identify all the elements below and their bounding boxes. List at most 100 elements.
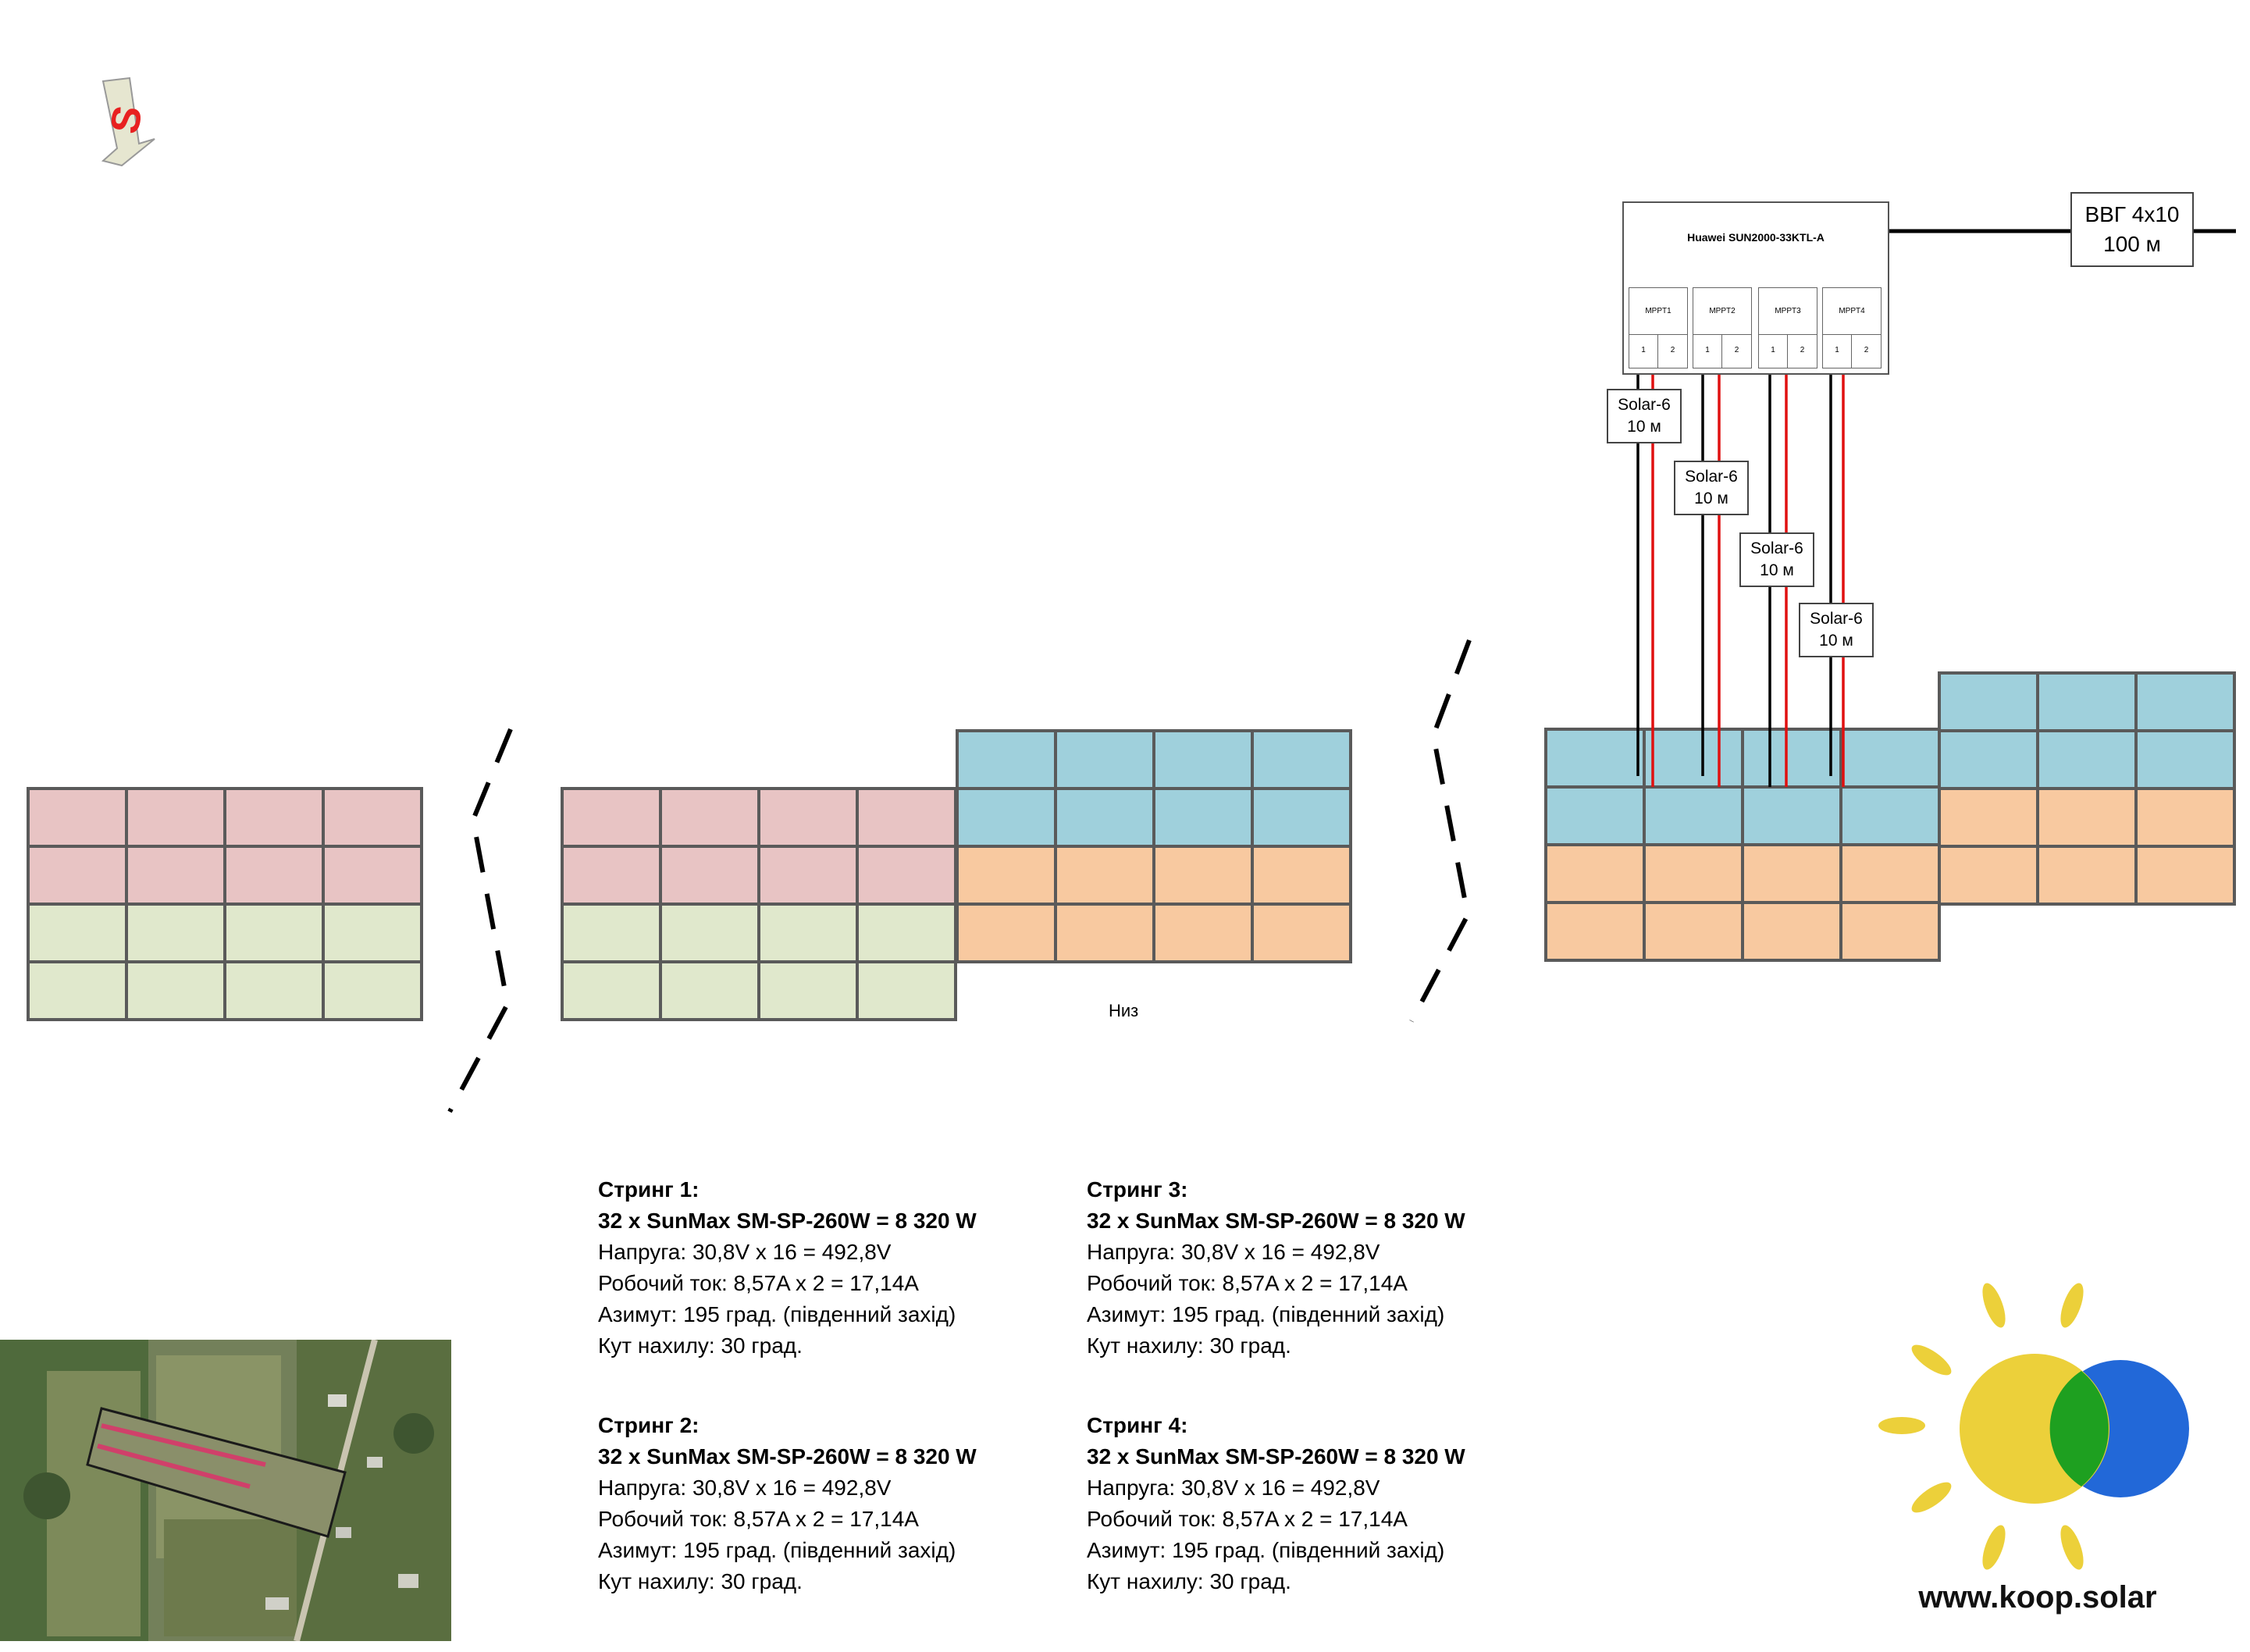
dc-cable-type: Solar-6: [1750, 539, 1803, 557]
panel-string-3: [1643, 728, 1744, 789]
panel-string-4: [2134, 845, 2236, 906]
panel-string-1: [856, 845, 957, 906]
dc-cable-length: 10 м: [1694, 490, 1728, 507]
string-spec-1: Стринг 1: 32 x SunMax SM-SP-260W = 8 320…: [598, 1174, 977, 1362]
panel-string-4: [1839, 843, 1941, 904]
panel-string-3: [2036, 729, 2138, 790]
panel-string-2: [757, 960, 859, 1021]
panel-string-4: [956, 845, 1057, 906]
panel-string-2: [856, 960, 957, 1021]
string-title: Стринг 4:: [1087, 1413, 1188, 1437]
inverter-title: Huawei SUN2000-33KTL-A: [1687, 231, 1825, 244]
panel-string-4: [1839, 901, 1941, 962]
string-modules: 32 x SunMax SM-SP-260W = 8 320 W: [598, 1209, 977, 1233]
panel-string-3: [2134, 729, 2236, 790]
panel-string-2: [27, 903, 128, 963]
panel-string-4: [1544, 901, 1646, 962]
string-spec-2: Стринг 2: 32 x SunMax SM-SP-260W = 8 320…: [598, 1410, 977, 1597]
panel-string-4: [1643, 843, 1744, 904]
panel-string-1: [223, 787, 325, 848]
compass-arrow-icon: S: [101, 77, 155, 167]
panel-string-2: [757, 903, 859, 963]
string-modules: 32 x SunMax SM-SP-260W = 8 320 W: [1087, 1444, 1465, 1469]
dc-cable-label-1: Solar-6 10 м: [1607, 389, 1682, 443]
mppt-input-1: 1: [1629, 335, 1658, 368]
dc-cable-length: 10 м: [1627, 418, 1661, 436]
panel-string-3: [1938, 729, 2039, 790]
panel-string-1: [322, 845, 423, 906]
panel-string-3: [1741, 785, 1842, 846]
bottom-side-label: Низ: [1109, 1001, 1139, 1020]
panel-string-2: [561, 960, 662, 1021]
panel-string-2: [223, 960, 325, 1021]
string-current: Робочий ток: 8,57A x 2 = 17,14A: [1087, 1271, 1408, 1295]
panel-string-2: [561, 903, 662, 963]
mppt-input-2: 2: [1864, 346, 1869, 354]
panel-string-1: [125, 845, 226, 906]
panel-string-2: [223, 903, 325, 963]
panel-string-1: [757, 787, 859, 848]
break-line-right: [1409, 639, 1472, 1023]
mppt-input-1: 1: [1693, 335, 1722, 368]
compass-letter: S: [102, 102, 151, 137]
dc-cable-length: 10 м: [1760, 561, 1794, 579]
panel-string-4: [1251, 903, 1352, 963]
panel-string-4: [956, 903, 1057, 963]
panel-string-1: [27, 845, 128, 906]
panel-string-4: [1741, 843, 1842, 904]
panel-string-4: [2036, 845, 2138, 906]
panel-string-3: [1544, 728, 1646, 789]
logo-url: www.koop.solar: [1918, 1580, 2157, 1615]
mppt-input-2: 2: [1800, 346, 1805, 354]
string-current: Робочий ток: 8,57A x 2 = 17,14A: [598, 1271, 919, 1295]
string-voltage: Напруга: 30,8V x 16 = 492,8V: [1087, 1476, 1380, 1500]
panel-string-4: [1251, 845, 1352, 906]
panel-string-3: [956, 729, 1057, 790]
string-azimuth: Азимут: 195 град. (південний захід): [598, 1538, 956, 1562]
panel-string-1: [757, 845, 859, 906]
panel-string-1: [561, 845, 662, 906]
mppt-label: MPPT4: [1839, 307, 1865, 315]
string-tilt: Кут нахилу: 30 град.: [1087, 1569, 1291, 1593]
panel-string-4: [1741, 901, 1842, 962]
panel-string-1: [125, 787, 226, 848]
panel-string-4: [1643, 901, 1744, 962]
panel-string-1: [659, 787, 760, 848]
ac-cable-label: ВВГ 4х10 100 м: [2070, 192, 2194, 267]
dc-cable-type: Solar-6: [1810, 610, 1863, 628]
string-modules: 32 x SunMax SM-SP-260W = 8 320 W: [1087, 1209, 1465, 1233]
panel-grid: [27, 671, 2236, 1021]
string-tilt: Кут нахилу: 30 град.: [598, 1333, 803, 1358]
panel-string-3: [956, 787, 1057, 848]
string-voltage: Напруга: 30,8V x 16 = 492,8V: [1087, 1240, 1380, 1264]
panel-string-2: [322, 903, 423, 963]
string-spec-4: Стринг 4: 32 x SunMax SM-SP-260W = 8 320…: [1087, 1410, 1465, 1597]
panel-string-4: [2036, 787, 2138, 848]
panel-string-4: [2134, 787, 2236, 848]
panel-string-1: [856, 787, 957, 848]
panel-string-4: [1054, 845, 1155, 906]
panel-string-1: [561, 787, 662, 848]
ac-cable-type: ВВГ 4х10: [2084, 202, 2180, 226]
panel-string-3: [1152, 729, 1254, 790]
string-title: Стринг 1:: [598, 1177, 700, 1202]
string-current: Робочий ток: 8,57A x 2 = 17,14A: [1087, 1507, 1408, 1531]
mppt-label: MPPT1: [1645, 307, 1671, 315]
string-voltage: Напруга: 30,8V x 16 = 492,8V: [598, 1476, 892, 1500]
panel-string-1: [322, 787, 423, 848]
panel-string-1: [27, 787, 128, 848]
panel-string-1: [223, 845, 325, 906]
mppt-input-2: 2: [1670, 346, 1675, 354]
mppt-label: MPPT3: [1775, 307, 1801, 315]
panel-string-1: [659, 845, 760, 906]
dc-cable-label-4: Solar-6 10 м: [1799, 603, 1874, 657]
panel-string-3: [1839, 785, 1941, 846]
panel-string-4: [1054, 903, 1155, 963]
dc-cable-type: Solar-6: [1618, 396, 1671, 414]
panel-string-3: [1741, 728, 1842, 789]
panel-string-2: [125, 903, 226, 963]
